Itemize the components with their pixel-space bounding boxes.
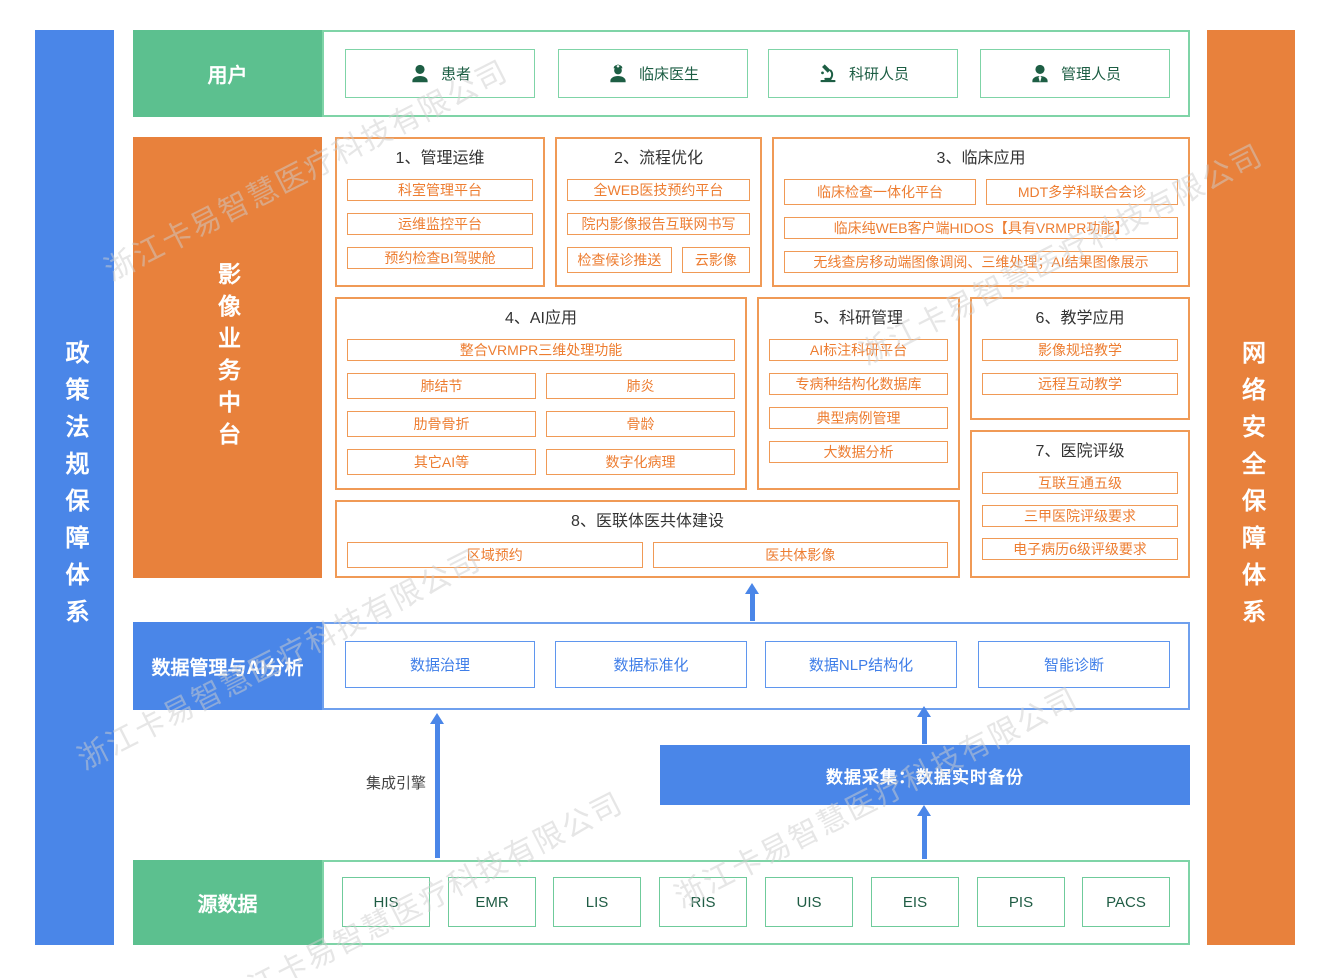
- right-security-bar: 网络安全保障体系: [1207, 30, 1295, 945]
- source-system: PACS: [1082, 877, 1170, 927]
- section-item: 骨龄: [546, 411, 735, 437]
- user-item-label: 管理人员: [1060, 66, 1121, 83]
- section-item: 三甲医院评级要求: [982, 505, 1178, 527]
- researcher-icon: [817, 63, 839, 85]
- section-item: MDT多学科联合会诊: [986, 179, 1178, 205]
- user-item-doctor: 临床医生: [558, 49, 748, 98]
- section-item: 数字化病理: [546, 449, 735, 475]
- section-item: 区域预约: [347, 542, 643, 568]
- left-policy-bar-label: 政策法规保障体系: [61, 339, 88, 636]
- arrow-up-platform: [745, 583, 759, 621]
- source-system: UIS: [765, 877, 853, 927]
- user-item-label: 患者: [440, 66, 471, 83]
- left-policy-bar: 政策法规保障体系: [35, 30, 114, 945]
- section-title: 8、医联体医共体建设: [571, 513, 724, 530]
- section-item: 肺炎: [546, 373, 735, 399]
- section-item: 检查候诊推送: [567, 247, 672, 273]
- right-security-bar-label: 网络安全保障体系: [1237, 339, 1265, 636]
- section-process-optimization: 2、流程优化 全WEB医技预约平台 院内影像报告互联网书写 检查候诊推送 云影像: [555, 137, 762, 287]
- users-row-label: 用户: [133, 30, 322, 117]
- section-item: 临床纯WEB客户端HIDOS【具有VRMPR功能】: [784, 217, 1178, 239]
- source-system: RIS: [659, 877, 747, 927]
- section-item: 无线查房移动端图像调阅、三维处理；AI结果图像展示: [784, 251, 1178, 273]
- section-title: 4、AI应用: [504, 310, 578, 327]
- user-item-label: 科研人员: [848, 66, 909, 83]
- section-hospital-rating: 7、医院评级 互联互通五级 三甲医院评级要求 电子病历6级评级要求: [970, 430, 1190, 578]
- section-title: 2、流程优化: [614, 150, 703, 167]
- arrow-up-source-to-collection: [917, 805, 931, 859]
- integration-engine-label: 集成引擎: [365, 775, 426, 792]
- user-item-researcher: 科研人员: [768, 49, 958, 98]
- user-item-label: 临床医生: [638, 66, 699, 83]
- data-mgmt-item: 数据标准化: [555, 641, 747, 688]
- section-management-ops: 1、管理运维 科室管理平台 运维监控平台 预约检查BI驾驶舱: [335, 137, 545, 287]
- section-item: 云影像: [681, 247, 750, 273]
- source-system: EMR: [448, 877, 536, 927]
- section-item: 全WEB医技预约平台: [567, 179, 750, 201]
- arrow-up-collection-to-mgmt: [917, 706, 931, 744]
- source-data-row-label: 源数据: [133, 860, 322, 945]
- section-clinical-application: 3、临床应用 临床检查一体化平台 MDT多学科联合会诊 临床纯WEB客户端HID…: [772, 137, 1190, 287]
- section-item: 运维监控平台: [347, 213, 533, 235]
- section-research-management: 5、科研管理 AI标注科研平台 专病种结构化数据库 典型病例管理 大数据分析: [757, 297, 960, 490]
- section-item: 整合VRMPR三维处理功能: [347, 339, 735, 361]
- arrow-up-integration-engine: [430, 713, 444, 858]
- section-title: 3、临床应用: [936, 150, 1026, 167]
- section-item: 肋骨骨折: [347, 411, 536, 437]
- section-item: 大数据分析: [769, 441, 948, 463]
- section-item: 电子病历6级评级要求: [982, 538, 1178, 560]
- section-title: 6、教学应用: [1035, 310, 1125, 327]
- section-item: 远程互动教学: [982, 373, 1178, 395]
- section-item: 互联互通五级: [982, 472, 1178, 494]
- patient-icon: [409, 63, 431, 85]
- manager-icon: [1029, 63, 1051, 85]
- section-title: 5、科研管理: [814, 310, 903, 327]
- section-item: 专病种结构化数据库: [769, 373, 948, 395]
- imaging-platform-label: 影像业务中台: [133, 137, 322, 578]
- data-mgmt-row-label: 数据管理与AI分析: [133, 622, 322, 710]
- data-mgmt-item: 数据NLP结构化: [765, 641, 957, 688]
- section-item: 肺结节: [347, 373, 536, 399]
- section-medical-alliance: 8、医联体医共体建设 区域预约 医共体影像: [335, 500, 960, 578]
- source-system: EIS: [871, 877, 959, 927]
- doctor-icon: [607, 63, 629, 85]
- source-system: LIS: [553, 877, 641, 927]
- section-item: 科室管理平台: [347, 179, 533, 201]
- source-system: HIS: [342, 877, 430, 927]
- data-mgmt-item: 数据治理: [345, 641, 535, 688]
- section-title: 7、医院评级: [1035, 443, 1125, 460]
- section-title: 1、管理运维: [395, 150, 485, 167]
- section-item: 院内影像报告互联网书写: [567, 213, 750, 235]
- section-item: 医共体影像: [652, 542, 948, 568]
- section-item: 影像规培教学: [982, 339, 1178, 361]
- section-ai-application: 4、AI应用 整合VRMPR三维处理功能 肺结节 肺炎 肋骨骨折 骨龄 其它AI…: [335, 297, 747, 490]
- user-item-patient: 患者: [345, 49, 535, 98]
- section-item: 临床检查一体化平台: [784, 179, 976, 205]
- section-item: 预约检查BI驾驶舱: [347, 247, 533, 269]
- data-collection-box: 数据采集：数据实时备份: [660, 745, 1190, 805]
- section-item: 典型病例管理: [769, 407, 948, 429]
- user-item-manager: 管理人员: [980, 49, 1170, 98]
- source-system: PIS: [977, 877, 1065, 927]
- section-teaching-application: 6、教学应用 影像规培教学 远程互动教学: [970, 297, 1190, 420]
- section-item: 其它AI等: [347, 449, 536, 475]
- section-item: AI标注科研平台: [769, 339, 948, 361]
- data-mgmt-item: 智能诊断: [978, 641, 1170, 688]
